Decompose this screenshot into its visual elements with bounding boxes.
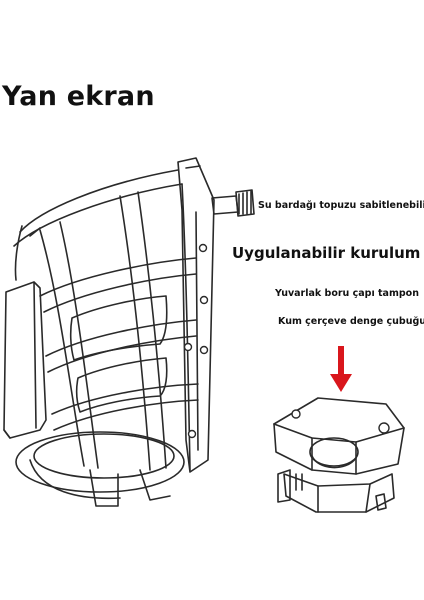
callout-cup-knob: Su bardağı topuzu sabitlenebilir [258, 200, 424, 211]
callout-round-tube: Yuvarlak boru çapı tampon [275, 288, 419, 299]
callout-sand-frame: Kum çerçeve denge çubuğu [278, 316, 424, 327]
callout-installation: Uygulanabilir kurulum [232, 244, 421, 262]
page-title: Yan ekran [2, 81, 155, 112]
cup-holder-sketch [3, 157, 255, 507]
